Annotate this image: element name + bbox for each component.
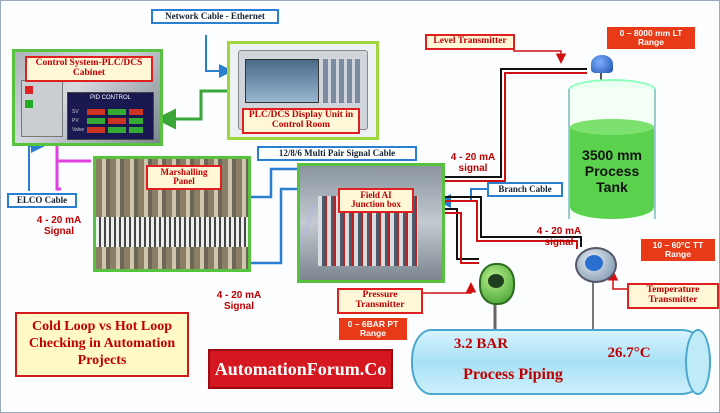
tank-level-text: 3500 mm Process Tank: [582, 147, 642, 195]
branch-cable-label: Branch Cable: [487, 182, 563, 198]
signal-label-right: 4 - 20 mA signal: [536, 226, 582, 248]
tank-liquid: [570, 127, 654, 219]
brand-banner: AutomationForum.Co: [208, 349, 393, 389]
signal-label-left: 4 - 20 mA Signal: [36, 215, 82, 237]
level-transmitter-device: [591, 55, 613, 73]
junction-box-image: Field AI Junction box automationforum: [297, 163, 445, 283]
temperature-transmitter-device: [575, 247, 617, 283]
signal-label-bottom: 4 - 20 mA Signal: [216, 290, 262, 312]
lt-range-badge: 0 – 8000 mm LT Range: [607, 27, 695, 49]
pipe-temperature-value: 26.7°C: [607, 345, 651, 361]
control-system-label: Control System-PLC/DCS Cabinet: [25, 56, 153, 82]
pid-row-label: Valve: [72, 126, 85, 133]
watermark-text: automationforum: [297, 203, 319, 256]
plc-cabinet-image: PID CONTROL SV PV Valve Control System-P…: [12, 49, 163, 146]
pid-panel-title: PID CONTROL: [89, 95, 131, 101]
level-transmitter-label: Level Transmitter: [425, 34, 515, 50]
diagram-title: Cold Loop vs Hot Loop Checking in Automa…: [15, 312, 189, 377]
pid-row-label: SV: [72, 108, 79, 115]
pressure-transmitter-device: [479, 263, 515, 305]
pipe-pressure-value: 3.2 BAR: [453, 336, 509, 352]
pid-control-panel: PID CONTROL SV PV Valve: [67, 92, 154, 140]
temperature-transmitter-label: Temperature Transmitter: [627, 283, 719, 309]
process-piping: 3.2 BAR 26.7°C Process Piping: [411, 329, 711, 395]
pipe-label: Process Piping: [463, 366, 563, 383]
ethernet-cable-line: [153, 89, 227, 121]
elco-cable-label: ELCO Cable: [7, 193, 77, 209]
display-unit-label: PLC/DCS Display Unit in Control Room: [242, 108, 360, 134]
marshalling-panel-image: Marshalling Panel: [93, 156, 251, 272]
pid-row-label: PV: [72, 117, 79, 124]
network-cable-label: Network Cable - Ethernet: [151, 9, 279, 25]
pressure-transmitter-label: Pressure Transmitter: [337, 288, 423, 314]
signal-label-top-right: 4 - 20 mA signal: [450, 152, 496, 174]
junction-box-label: Field AI Junction box: [338, 188, 414, 213]
process-tank: 3500 mm Process Tank: [568, 79, 656, 223]
hmi-display-image: PLC/DCS Display Unit in Control Room: [227, 41, 379, 140]
multi-pair-cable-label: 12/8/6 Multi Pair Signal Cable: [257, 146, 417, 162]
tt-range-badge: 10 – 60°C TT Range: [641, 239, 715, 261]
marshalling-panel-label: Marshalling Panel: [146, 165, 222, 190]
pt-range-badge: 0 – 6BAR PT Range: [339, 318, 407, 340]
